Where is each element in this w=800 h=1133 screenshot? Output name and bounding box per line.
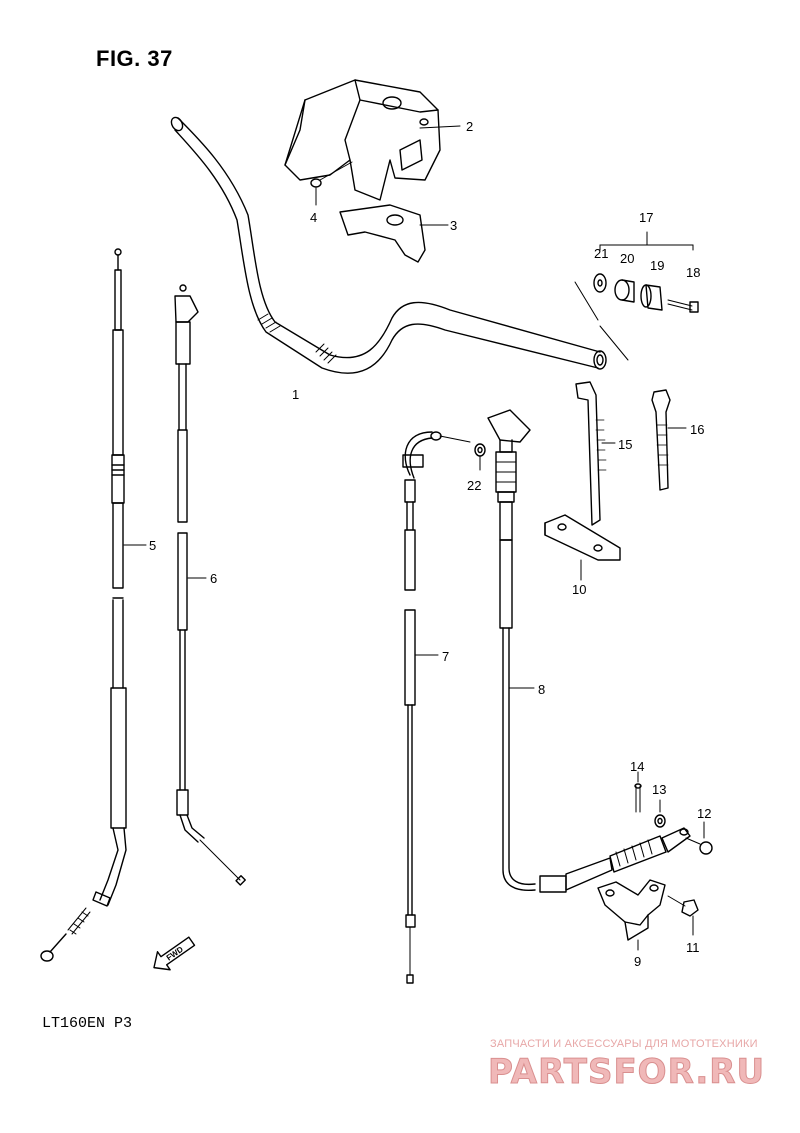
clamp-band-16	[651, 389, 687, 491]
cable-6	[174, 284, 246, 886]
callout-19: 19	[650, 258, 664, 273]
callout-20: 20	[620, 251, 634, 266]
callout-12: 12	[697, 806, 711, 821]
callout-9: 9	[634, 954, 641, 969]
cable-tie-15	[575, 381, 616, 526]
model-code: LT160EN P3	[42, 1015, 133, 1032]
callout-15: 15	[618, 437, 632, 452]
watermark-tagline: ЗАПЧАСТИ И АКСЕССУАРЫ ДЛЯ МОТОТЕХНИКИ	[490, 1038, 758, 1050]
callout-5: 5	[149, 538, 156, 553]
handlebar-cover	[284, 79, 461, 201]
bracket-9	[597, 879, 666, 951]
callout-14: 14	[630, 759, 644, 774]
screw-4	[310, 161, 353, 206]
washer-22	[474, 443, 486, 471]
callout-11: 11	[686, 940, 700, 955]
washer-13	[654, 799, 666, 828]
callout-8: 8	[538, 682, 545, 697]
callout-13: 13	[652, 782, 666, 797]
callout-4: 4	[310, 210, 317, 225]
bolt-11	[667, 895, 699, 936]
reverse-cable-8	[487, 409, 691, 893]
callout-21: 21	[594, 246, 608, 261]
handlebar	[170, 116, 607, 374]
callout-10: 10	[572, 582, 586, 597]
figure-title: FIG. 37	[96, 46, 173, 71]
callout-6: 6	[210, 571, 217, 586]
balancer-set	[574, 231, 699, 361]
plate-bracket-10	[544, 514, 621, 581]
callout-16: 16	[690, 422, 704, 437]
callout-17: 17	[639, 210, 653, 225]
pin-12	[685, 821, 713, 855]
callout-22: 22	[467, 478, 481, 493]
callout-7: 7	[442, 649, 449, 664]
callout-2: 2	[466, 119, 473, 134]
watermark-logo: PARTSFOR.RU	[487, 1052, 766, 1093]
callout-3: 3	[450, 218, 457, 233]
cable-5	[40, 248, 147, 962]
callout-1: 1	[292, 387, 299, 402]
fwd-arrow-icon: FWD	[153, 936, 196, 971]
cotter-pin-14	[634, 771, 642, 813]
callout-18: 18	[686, 265, 700, 280]
cover-bracket	[339, 204, 449, 263]
cable-7	[402, 431, 471, 984]
